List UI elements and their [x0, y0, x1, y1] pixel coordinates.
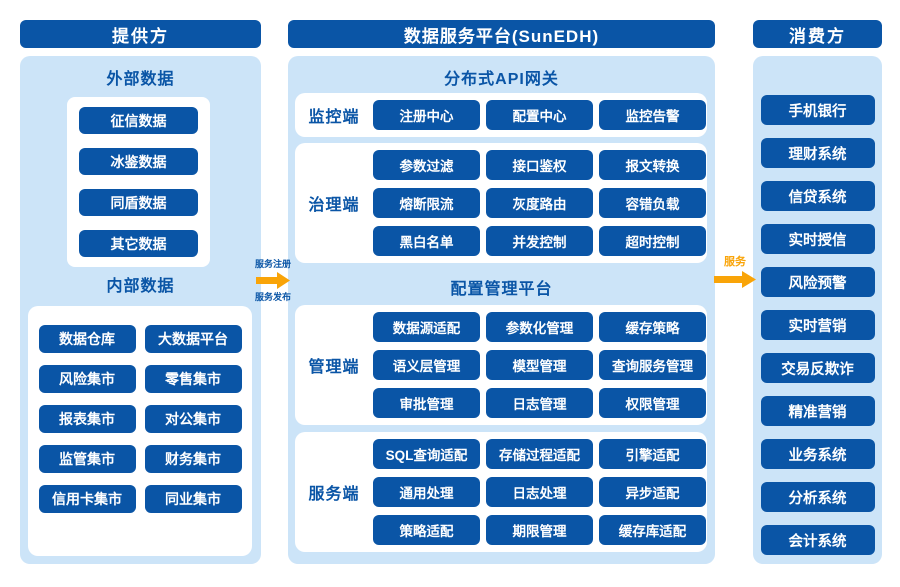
provider-column-header: 提供方: [20, 20, 261, 48]
internal-data-box: 数据仓库 大数据平台 风险集市 零售集市 报表集市 对公集市 监管集市 财务集市…: [28, 306, 252, 556]
consumer-node: 分析系统: [760, 482, 875, 512]
external-data-node: 其它数据: [79, 230, 198, 257]
consumer-node: 信贷系统: [760, 181, 875, 211]
gateway-node: 熔断限流: [373, 188, 480, 218]
gateway-node: 并发控制: [486, 226, 593, 256]
gateway-node: 监控告警: [599, 100, 706, 130]
gateway-node: 接口鉴权: [486, 150, 593, 180]
internal-data-node: 报表集市: [38, 405, 136, 433]
service-node: 异步适配: [599, 477, 706, 507]
internal-data-node: 对公集市: [144, 405, 242, 433]
internal-data-node: 同业集市: [144, 485, 242, 513]
platform-column-header: 数据服务平台(SunEDH): [288, 20, 715, 48]
config-node: 审批管理: [373, 388, 480, 418]
config-node: 语义层管理: [373, 350, 480, 380]
monitor-group-label: 监控端: [308, 109, 360, 126]
config-node: 模型管理: [486, 350, 593, 380]
consumer-node: 实时授信: [760, 224, 875, 254]
service-node: 引擎适配: [599, 439, 706, 469]
external-data-title: 外部数据: [106, 71, 175, 88]
external-data-node: 同盾数据: [79, 189, 198, 216]
external-data-box: 征信数据 冰鉴数据 同盾数据 其它数据: [67, 97, 210, 267]
right-arrow-icon: [714, 271, 756, 288]
service-node: 通用处理: [373, 477, 480, 507]
provider-to-platform-connector: 服务注册 服务发布: [250, 258, 296, 303]
governance-group-label: 治理端: [308, 197, 360, 214]
consumer-node: 理财系统: [760, 138, 875, 168]
consumer-node: 手机银行: [760, 95, 875, 125]
platform-to-consumer-connector: 服务: [711, 256, 759, 290]
service-register-label: 服务注册: [254, 259, 291, 269]
service-label: 服务: [724, 256, 746, 268]
config-node: 数据源适配: [373, 312, 480, 342]
service-group-box: 服务端 SQL查询适配 存储过程适配 引擎适配 通用处理 日志处理 异步适配 策…: [295, 432, 707, 552]
service-publish-label: 服务发布: [254, 292, 291, 302]
config-node: 日志管理: [486, 388, 593, 418]
management-group-box: 管理端 数据源适配 参数化管理 缓存策略 语义层管理 模型管理 查询服务管理 审…: [295, 305, 707, 425]
governance-group-box: 治理端 参数过滤 接口鉴权 报文转换 熔断限流 灰度路由 容错负载 黑白名单 并…: [295, 143, 707, 263]
internal-data-node: 信用卡集市: [38, 485, 136, 513]
service-node: SQL查询适配: [373, 439, 480, 469]
external-data-node: 冰鉴数据: [79, 148, 198, 175]
config-section-title: 配置管理平台: [450, 281, 553, 298]
consumer-panel: 手机银行 理财系统 信贷系统 实时授信 风险预警 实时营销 交易反欺诈 精准营销…: [753, 56, 882, 564]
service-node: 期限管理: [486, 515, 593, 545]
internal-data-node: 监管集市: [38, 445, 136, 473]
config-node: 权限管理: [599, 388, 706, 418]
service-group-label: 服务端: [308, 486, 360, 503]
config-node: 缓存策略: [599, 312, 706, 342]
config-node: 查询服务管理: [599, 350, 706, 380]
service-node: 存储过程适配: [486, 439, 593, 469]
gateway-node: 注册中心: [373, 100, 480, 130]
consumer-column-header: 消费方: [753, 20, 882, 48]
config-node: 参数化管理: [486, 312, 593, 342]
gateway-node: 报文转换: [599, 150, 706, 180]
internal-data-title: 内部数据: [106, 278, 175, 295]
service-node: 缓存库适配: [599, 515, 706, 545]
gateway-node: 黑白名单: [373, 226, 480, 256]
consumer-node: 业务系统: [760, 439, 875, 469]
internal-data-node: 零售集市: [144, 365, 242, 393]
consumer-node: 会计系统: [760, 525, 875, 555]
gateway-section-title: 分布式API网关: [444, 71, 559, 88]
gateway-node: 超时控制: [599, 226, 706, 256]
internal-data-node: 数据仓库: [38, 325, 136, 353]
consumer-node: 精准营销: [760, 396, 875, 426]
consumer-node: 实时营销: [760, 310, 875, 340]
monitor-group-box: 监控端 注册中心 配置中心 监控告警: [295, 93, 707, 137]
gateway-node: 灰度路由: [486, 188, 593, 218]
platform-panel: 分布式API网关 监控端 注册中心 配置中心 监控告警 治理端 参数过滤 接口鉴…: [288, 56, 715, 564]
internal-data-node: 大数据平台: [144, 325, 242, 353]
provider-panel: 外部数据 征信数据 冰鉴数据 同盾数据 其它数据 内部数据 数据仓库 大数据平台…: [20, 56, 261, 564]
gateway-node: 容错负载: [599, 188, 706, 218]
consumer-node: 风险预警: [760, 267, 875, 297]
management-group-label: 管理端: [308, 359, 360, 376]
right-arrow-icon: [256, 272, 290, 289]
service-node: 日志处理: [486, 477, 593, 507]
gateway-node: 参数过滤: [373, 150, 480, 180]
consumer-node: 交易反欺诈: [760, 353, 875, 383]
service-node: 策略适配: [373, 515, 480, 545]
internal-data-node: 风险集市: [38, 365, 136, 393]
gateway-node: 配置中心: [486, 100, 593, 130]
internal-data-node: 财务集市: [144, 445, 242, 473]
external-data-node: 征信数据: [79, 107, 198, 134]
